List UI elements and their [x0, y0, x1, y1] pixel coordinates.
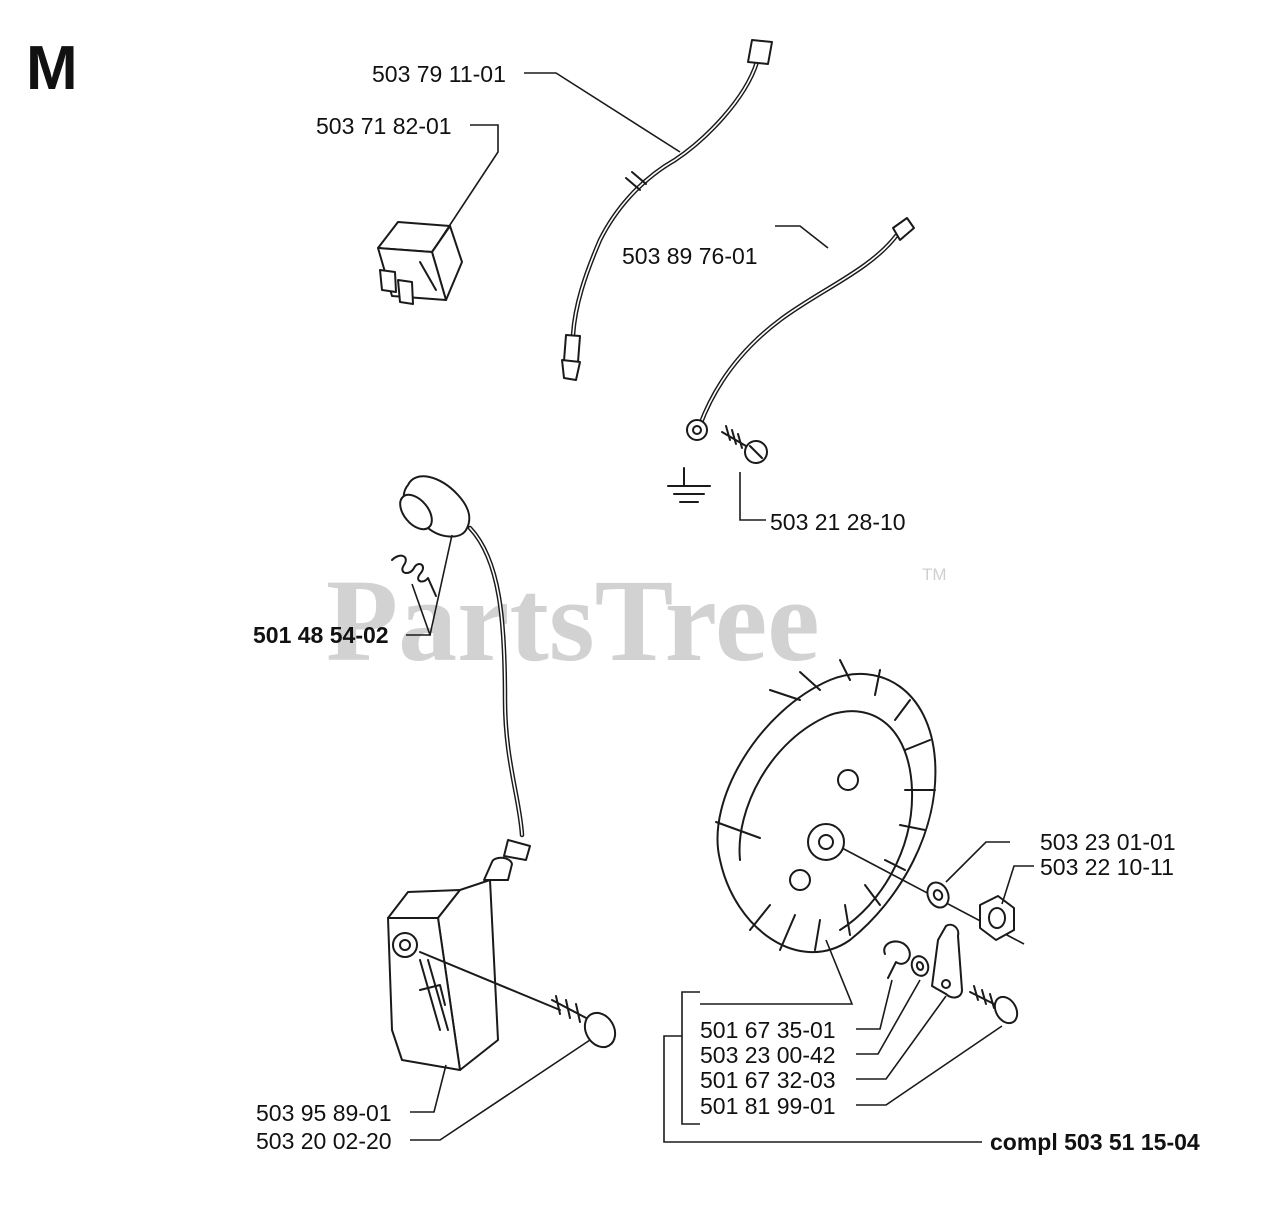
part-label-washer: 503 23 01-01: [1040, 829, 1176, 855]
part-label-ground-screw: 503 21 28-10: [770, 509, 906, 535]
part-label-ground-lead: 503 89 76-01: [622, 243, 758, 269]
part-label-wire-lead: 503 79 11-01: [372, 61, 506, 87]
ground-lead-part[interactable]: [686, 217, 915, 441]
pawl-screw-part[interactable]: [969, 985, 1022, 1027]
flywheel-part[interactable]: [715, 659, 937, 953]
starter-pawl-part[interactable]: [931, 923, 963, 999]
module-screw-part[interactable]: [419, 951, 621, 1053]
ignition-module-part[interactable]: [387, 856, 513, 1071]
leader-lines: [406, 72, 1034, 1143]
part-label-nut: 503 22 10-11: [1040, 854, 1174, 880]
part-label-pawl-spring: 501 67 35-01: [700, 1017, 836, 1043]
part-label-flywheel-complete: compl 503 51 15-04: [990, 1129, 1200, 1155]
part-label-ignition-module: 503 95 89-01: [256, 1100, 392, 1126]
pawl-spring-part[interactable]: [883, 940, 911, 979]
nut-part[interactable]: [979, 895, 1015, 941]
ground-screw-part[interactable]: [721, 425, 768, 464]
watermark-text: PartsTree: [326, 555, 820, 686]
spark-plug-spring-part[interactable]: [391, 554, 437, 597]
switch-part[interactable]: [377, 221, 463, 305]
washer-part[interactable]: [923, 879, 952, 911]
section-letter: M: [26, 34, 78, 103]
part-label-pawl-washer: 503 23 00-42: [700, 1042, 836, 1068]
part-label-pawl-screw: 501 81 99-01: [700, 1093, 836, 1119]
spark-plug-boot-part[interactable]: [394, 475, 531, 861]
watermark-trademark: TM: [922, 565, 947, 584]
ground-symbol-icon: [667, 467, 711, 503]
part-label-starter-pawl: 501 67 32-03: [700, 1067, 836, 1093]
part-label-spark-plug-spring: 501 48 54-02: [253, 622, 389, 648]
part-label-module-screw: 503 20 02-20: [256, 1128, 392, 1154]
pawl-washer-part[interactable]: [909, 954, 931, 978]
part-label-switch: 503 71 82-01: [316, 113, 452, 139]
wire-lead-part[interactable]: [561, 39, 773, 381]
